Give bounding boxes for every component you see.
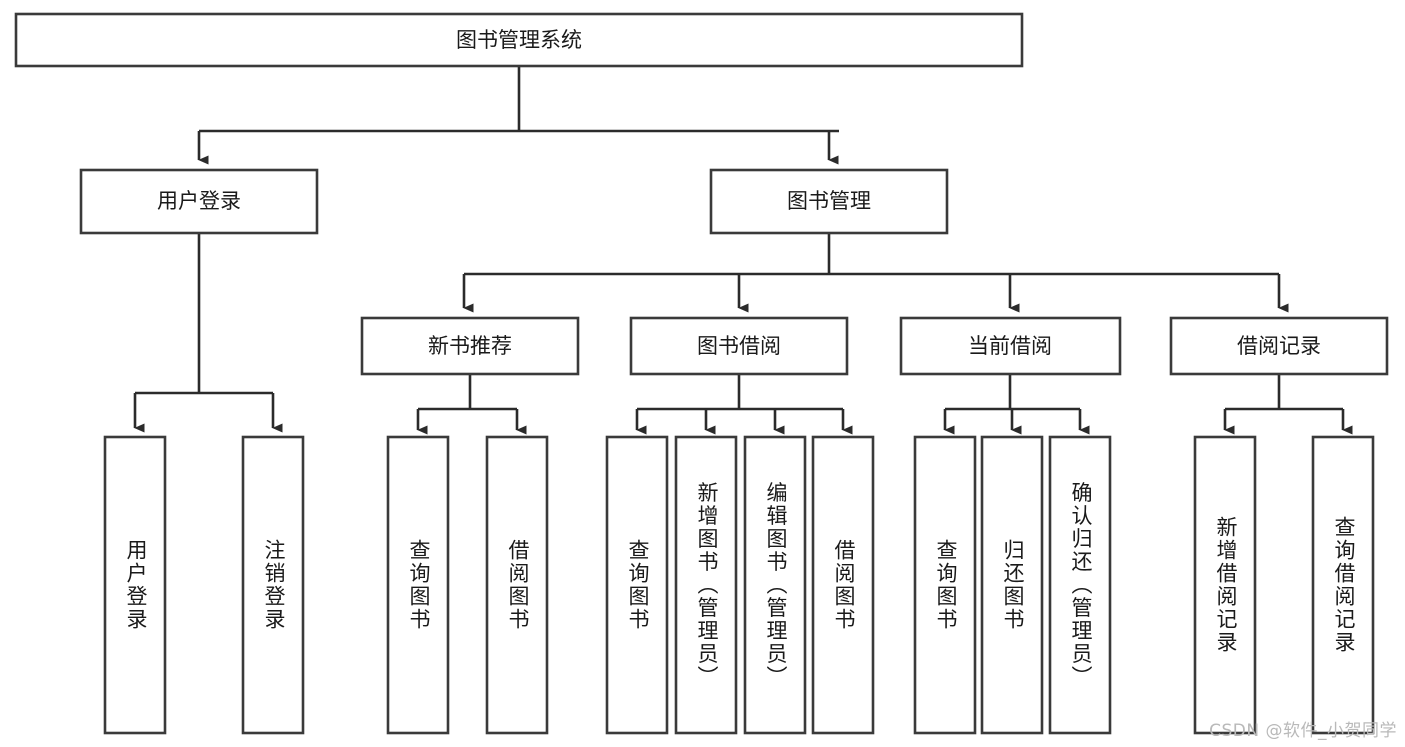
node-root-label: 图书管理系统 [456, 28, 582, 52]
leaf-box[interactable] [743, 435, 807, 735]
node-user-login[interactable]: 用户登录 [79, 168, 319, 235]
leaf-box[interactable] [605, 435, 669, 735]
leaf-label: 编辑图书（管理员） [764, 482, 788, 689]
leaf-box[interactable] [811, 435, 875, 735]
leaf-label: 用户登录 [124, 539, 148, 631]
node-current-borrow-label: 当前借阅 [968, 334, 1052, 358]
leaf-box[interactable] [241, 435, 305, 735]
node-book-borrow-box[interactable] [629, 316, 849, 376]
leaf-node[interactable]: 归还图书 [980, 435, 1044, 735]
leaf-box[interactable] [913, 435, 977, 735]
node-root-box[interactable] [14, 12, 1024, 68]
leaf-node[interactable]: 确认归还（管理员） [1048, 435, 1112, 735]
node-new-book-recommend-label: 新书推荐 [428, 334, 512, 358]
connector-group-borrow [635, 374, 853, 435]
leaf-node[interactable]: 新增借阅记录 [1193, 435, 1257, 735]
node-borrow-record-box[interactable] [1169, 316, 1389, 376]
node-new-book-recommend-box[interactable] [360, 316, 580, 376]
connector-group-book-manage [462, 233, 1289, 313]
leaf-node[interactable]: 借阅图书 [485, 435, 549, 735]
leaf-label: 归还图书 [1001, 539, 1025, 631]
leaf-label: 新增借阅记录 [1214, 516, 1238, 654]
connector-group-root [197, 66, 839, 165]
node-book-manage-label: 图书管理 [787, 189, 871, 213]
node-current-borrow-box[interactable] [899, 316, 1122, 376]
node-current-borrow[interactable]: 当前借阅 [899, 316, 1122, 376]
leaf-box[interactable] [1311, 435, 1375, 735]
node-book-borrow-label: 图书借阅 [697, 334, 781, 358]
node-book-borrow[interactable]: 图书借阅 [629, 316, 849, 376]
leaf-box[interactable] [980, 435, 1044, 735]
leaf-node[interactable]: 新增图书（管理员） [674, 435, 738, 735]
connector-group-new-book [416, 374, 527, 435]
leaf-label: 借阅图书 [832, 539, 856, 631]
node-user-login-label: 用户登录 [157, 189, 241, 213]
leaf-node[interactable]: 用户登录 [103, 435, 167, 735]
leaf-label: 注销登录 [262, 539, 286, 631]
leaf-label: 新增图书（管理员） [695, 482, 719, 689]
leaf-node[interactable]: 查询借阅记录 [1311, 435, 1375, 735]
leaf-box[interactable] [1193, 435, 1257, 735]
leaf-node[interactable]: 注销登录 [241, 435, 305, 735]
leaf-box[interactable] [103, 435, 167, 735]
leaf-label: 查询图书 [934, 539, 958, 631]
connector-group-current [943, 374, 1090, 435]
leaf-box[interactable] [674, 435, 738, 735]
leaf-label: 查询借阅记录 [1332, 516, 1356, 654]
leaf-box[interactable] [485, 435, 549, 735]
leaf-node[interactable]: 查询图书 [386, 435, 450, 735]
node-book-manage-box[interactable] [709, 168, 949, 235]
node-root[interactable]: 图书管理系统 [14, 12, 1024, 68]
connector-group-user-login [133, 233, 283, 433]
leaf-node[interactable]: 查询图书 [913, 435, 977, 735]
leaf-label: 借阅图书 [506, 539, 530, 631]
node-user-login-box[interactable] [79, 168, 319, 235]
leaf-label: 查询图书 [407, 539, 431, 631]
node-borrow-record-label: 借阅记录 [1237, 334, 1321, 358]
leaf-label: 确认归还（管理员） [1069, 482, 1093, 689]
leaf-box[interactable] [386, 435, 450, 735]
leaf-label: 查询图书 [626, 539, 650, 631]
node-borrow-record[interactable]: 借阅记录 [1169, 316, 1389, 376]
node-new-book-recommend[interactable]: 新书推荐 [360, 316, 580, 376]
csdn-watermark: CSDN @软件_小贺同学 [1209, 721, 1397, 741]
leaf-box[interactable] [1048, 435, 1112, 735]
leaf-node[interactable]: 借阅图书 [811, 435, 875, 735]
connector-group-record [1223, 374, 1353, 435]
node-book-manage[interactable]: 图书管理 [709, 168, 949, 235]
leaf-node[interactable]: 编辑图书（管理员） [743, 435, 807, 735]
leaf-node[interactable]: 查询图书 [605, 435, 669, 735]
